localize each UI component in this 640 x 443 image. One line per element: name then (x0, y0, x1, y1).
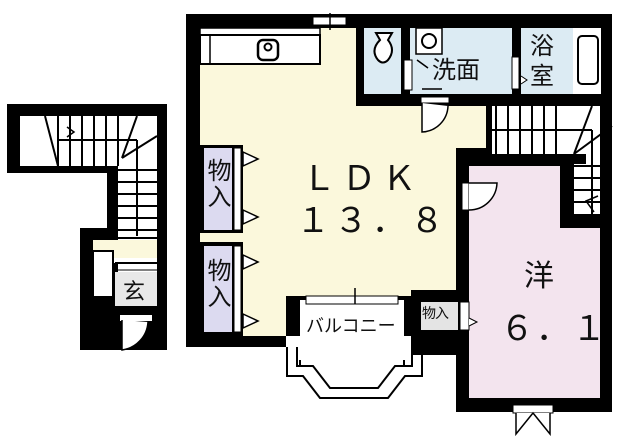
main-block (186, 13, 613, 437)
ldk-room-size: １３．８ (296, 201, 448, 241)
washroom-label: 洗面 (432, 56, 480, 84)
bathroom-label-line2: 室 (530, 62, 554, 90)
bathroom-label-line1: 浴 (530, 32, 554, 60)
ldk-room-name: ＬＤＫ (302, 159, 422, 199)
western-room-name: 洋 (524, 259, 554, 294)
storage-small-label: 物入 (422, 306, 449, 322)
entrance-label: 玄 (123, 280, 146, 305)
storage-left-2-label: 物入 (203, 258, 231, 310)
balcony-label: バルコニー (306, 316, 396, 337)
western-room-size: ６．１ (500, 309, 608, 349)
entrance-wing (7, 104, 167, 351)
storage-left-1-label: 物入 (203, 158, 231, 210)
